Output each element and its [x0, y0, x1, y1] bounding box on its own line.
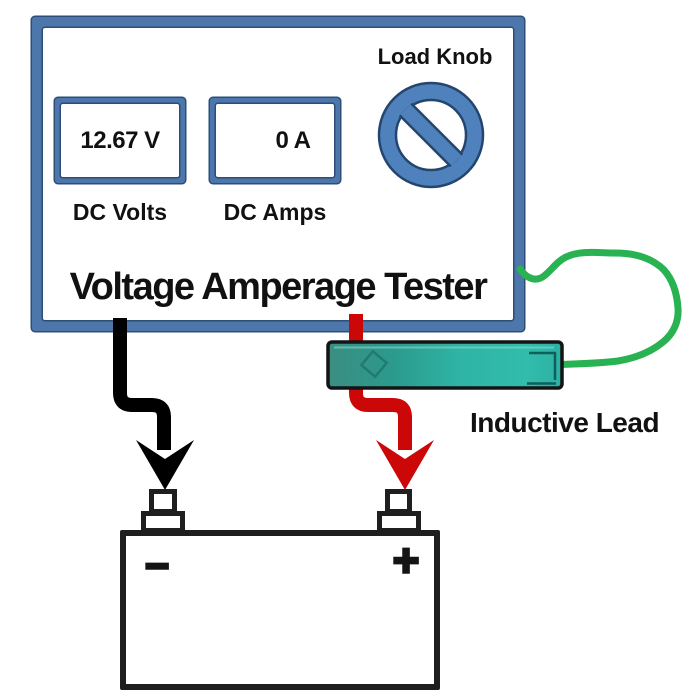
battery-body — [120, 530, 440, 690]
battery-positive-terminal-base — [377, 511, 421, 533]
dc-volts-display: 12.67 V — [55, 98, 185, 183]
inductive-lead-label: Inductive Lead — [470, 407, 660, 438]
green-lead-wire — [516, 248, 682, 369]
battery-positive-symbol: + — [391, 534, 420, 586]
dc-amps-display: 0 A — [210, 98, 340, 183]
inductive-clamp-jaw-seam — [529, 351, 557, 380]
dc-volts-label: DC Volts — [72, 199, 168, 225]
battery-positive-terminal-post — [385, 489, 412, 514]
load-knob-label: Load Knob — [377, 44, 493, 69]
battery-negative-terminal-base — [141, 511, 185, 533]
tester-title: Voltage Amperage Tester — [69, 266, 488, 308]
red-lead-arrowhead — [376, 440, 434, 490]
red-lead-wire — [349, 314, 412, 450]
black-lead-arrowhead — [136, 440, 194, 490]
black-lead-wire — [113, 318, 171, 450]
dc-amps-label: DC Amps — [223, 199, 327, 225]
inductive-clamp-logo — [359, 349, 389, 379]
dc-volts-value: 12.67 V — [80, 126, 160, 154]
inductive-clamp — [326, 340, 564, 390]
dc-amps-value: 0 A — [275, 126, 311, 154]
inductive-clamp-body — [326, 340, 564, 390]
battery-negative-terminal-post — [149, 489, 177, 514]
battery-negative-symbol: − — [143, 542, 170, 589]
